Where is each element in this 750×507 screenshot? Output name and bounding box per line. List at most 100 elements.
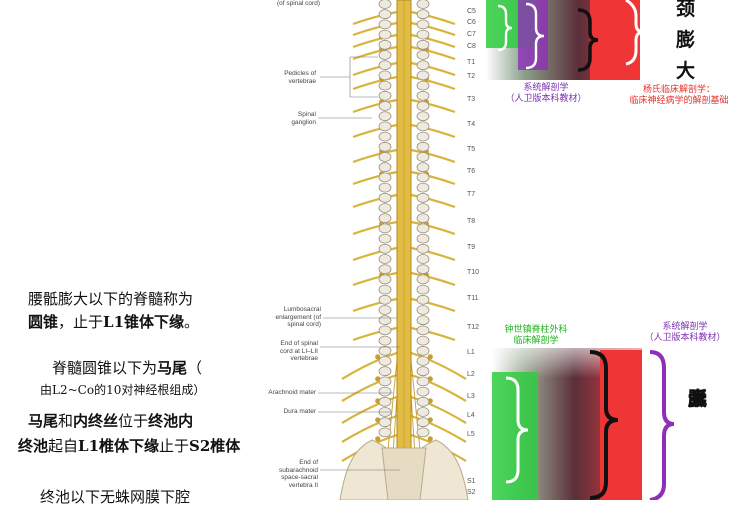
vertebra-label-t8: T8 (467, 218, 476, 225)
vertebra-label-l1: L1 (467, 349, 475, 356)
note-line-6-e: S2椎体 (189, 437, 241, 455)
note-line-1-text: 腰骶膨大以下的脊髓称为 (28, 290, 194, 308)
vertebra-label-l2: L2 (467, 371, 475, 378)
note-cauda: 马尾 (157, 359, 188, 377)
lumbar-source-left-line1: 钟世镇脊柱外科 (504, 324, 568, 334)
vertebra-pedicle (416, 335, 430, 346)
vertebra-pedicle (416, 101, 430, 111)
vertebra-pedicle (416, 39, 430, 50)
vertebra-pedicle (378, 0, 392, 9)
spinal-nerve-root (352, 246, 398, 262)
vertebra-pedicle (378, 427, 392, 438)
vertebra-pedicle (416, 264, 430, 275)
note-line-5-b: 和 (58, 412, 74, 430)
vertebra-pedicle (416, 29, 430, 40)
lumbar-source-right-line1: 系统解剖学 (662, 321, 708, 331)
spinal-nerve-root (352, 98, 398, 114)
cervical-source-left-line1: 系统解剖学 (523, 82, 569, 92)
vertebra-pedicle (416, 305, 430, 315)
spinal-nerve-root (410, 170, 456, 186)
vertebra-pedicle (378, 90, 392, 101)
vertebra-pedicle (378, 254, 392, 264)
note-line-2: 圆锥，止于L1锥体下缘。 (28, 311, 199, 332)
spinal-nerve-root (352, 21, 398, 37)
spinal-nerve-root (352, 123, 398, 139)
note-l1-lower: L1锥体下缘 (103, 313, 185, 331)
vertebra-label-t10: T10 (467, 269, 480, 276)
spinal-nerve-root (352, 33, 398, 49)
vertebra-pedicle (378, 131, 392, 142)
vertebra-pedicle (416, 407, 430, 417)
spinal-nerve-root (410, 21, 456, 37)
vertebra-pedicle (378, 111, 392, 122)
label-dura: Dura mater (283, 408, 316, 415)
vertebra-label-c8: C8 (467, 43, 476, 50)
spinal-nerve-root (410, 33, 456, 49)
note-line-5-d: 位于 (118, 412, 149, 430)
spinal-nerve-root (352, 45, 398, 61)
spinal-nerve-root (410, 45, 456, 61)
vertebra-pedicle (416, 254, 430, 264)
vertebra-pedicle (378, 29, 392, 40)
vertebra-pedicle (416, 111, 430, 122)
spinal-nerve-root (352, 75, 398, 91)
vertebra-pedicle (378, 9, 392, 20)
sacrum (381, 447, 427, 500)
vertebra-pedicle (378, 325, 392, 336)
vertebra-label-t6: T6 (467, 168, 476, 175)
vertebra-pedicle (416, 131, 430, 142)
cervical-source-right-line1: 杨氏临床解剖学： (642, 84, 715, 94)
vertebra-pedicle (416, 70, 430, 81)
vertebra-label-t12: T12 (467, 324, 480, 331)
vertebra-pedicle (416, 19, 430, 30)
vertebra-pedicle (416, 213, 430, 224)
spinal-nerve-root (410, 326, 456, 342)
spinal-nerve-root (410, 414, 467, 443)
vertebra-pedicle (378, 345, 392, 356)
vertebra-pedicle (416, 182, 430, 193)
vertebra-pedicle (378, 305, 392, 315)
spinal-ganglion-dot (427, 354, 433, 360)
vertebra-pedicle (416, 192, 430, 203)
spinal-nerve-root (410, 193, 456, 209)
spinal-nerve-root (341, 351, 398, 380)
spinal-nerve-root (352, 10, 398, 26)
label-pedicles: Pedicles of vertebrae (284, 70, 316, 85)
vertebra-pedicle (378, 386, 392, 397)
spinal-nerve-root (352, 220, 398, 236)
cervical-source-left: 系统解剖学 （人卫版本科教材） (496, 82, 596, 104)
vertebra-pedicle (378, 152, 392, 162)
vertebra-label-c5: C5 (467, 8, 476, 15)
spinal-nerve-root (352, 148, 398, 164)
cervical-source-right: 杨氏临床解剖学： 临床神经病学的解剖基础 (608, 84, 750, 106)
note-line-6: 终池起自L1椎体下缘止于S2椎体 (18, 435, 240, 456)
label-end-of-cord: End of spinal cord at LI–LII vertebrae (280, 340, 318, 362)
lumbar-char-4: 大 (688, 388, 708, 410)
spinal-nerve-root (410, 61, 456, 77)
vertebra-pedicle (378, 203, 392, 213)
lumbar-source-right: 系统解剖学 （人卫版本科教材） (630, 321, 740, 343)
vertebra-label-c7: C7 (467, 31, 476, 38)
spinal-nerve-root (410, 271, 456, 287)
vertebra-pedicle (416, 0, 430, 9)
vertebra-pedicle (416, 284, 430, 295)
spinal-nerve-root (410, 148, 456, 164)
vertebra-pedicle (416, 50, 430, 60)
vertebra-label-l4: L4 (467, 412, 475, 419)
vertebra-pedicle (416, 427, 430, 438)
note-line-3-a: 脊髓圆锥以下为 (52, 359, 158, 377)
spinal-nerve-root (352, 271, 398, 287)
vertebra-label-c6: C6 (467, 19, 476, 26)
spinal-ganglion-dot (375, 436, 381, 442)
note-line-6-b: 起自 (48, 437, 79, 455)
spinal-nerve-root (410, 351, 467, 380)
note-line-3-c: （ (187, 359, 203, 377)
vertebra-pedicle (378, 284, 392, 295)
note-line-4: 由L2~Co的10对神经根组成） (40, 381, 205, 398)
note-conus: 圆锥 (28, 313, 59, 331)
label-arachnoid: Arachnoid mater (268, 389, 316, 396)
spinal-nerve-root (352, 326, 398, 342)
note-line-6-c: L1椎体下缘 (78, 437, 160, 455)
